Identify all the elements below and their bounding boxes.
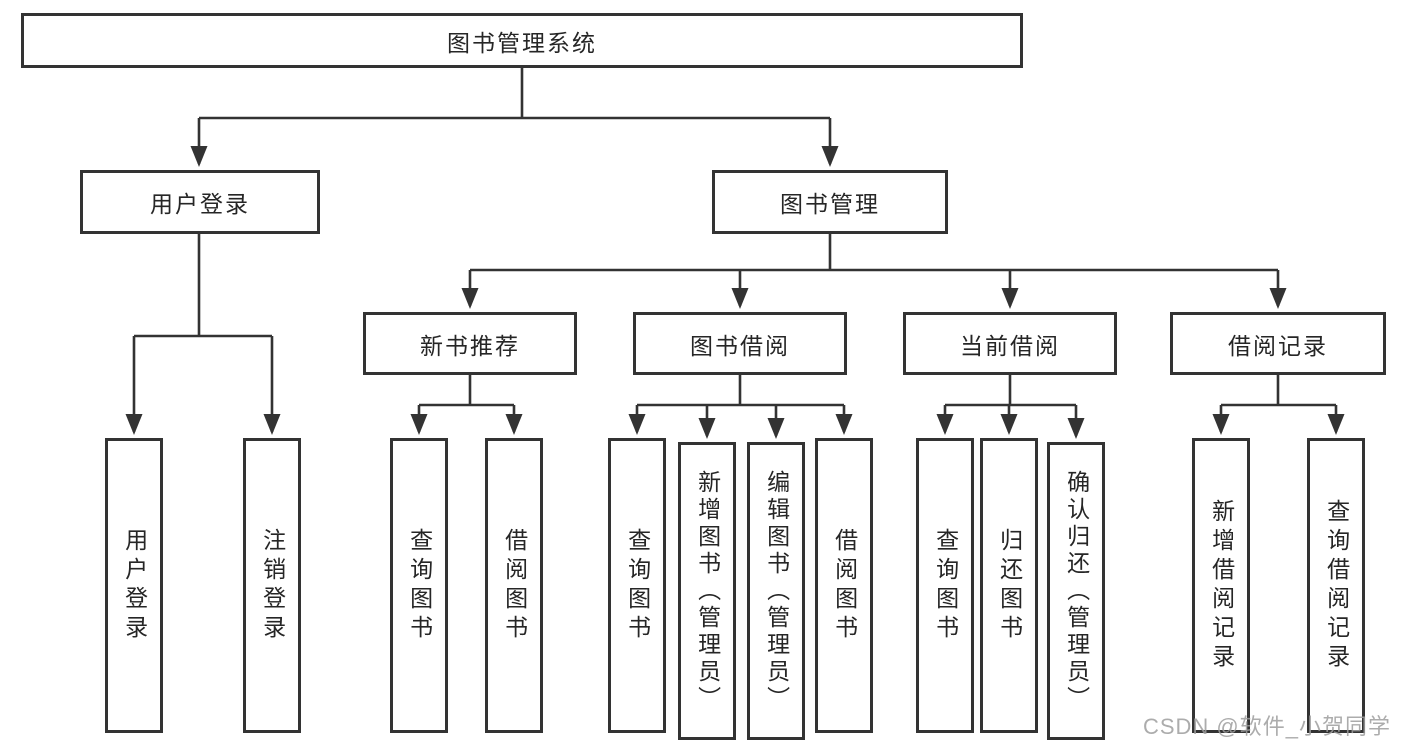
node-user-login: 用户登录	[80, 170, 320, 234]
leaf-logout: 注销登录	[243, 438, 301, 733]
node-root: 图书管理系统	[21, 13, 1023, 68]
leaf-borrow-books: 借阅图书	[815, 438, 873, 733]
node-book-borrow: 图书借阅	[633, 312, 847, 375]
leaf-query-books-recommend: 查询图书	[390, 438, 448, 733]
leaf-query-borrow-record: 查询借阅记录	[1307, 438, 1365, 733]
leaf-user-login: 用户登录	[105, 438, 163, 733]
node-new-book-recommend: 新书推荐	[363, 312, 577, 375]
arrowhead-icons	[125, 146, 1345, 439]
leaf-edit-books-admin: 编辑图书（管理员）	[747, 442, 805, 740]
leaf-query-books-borrow: 查询图书	[608, 438, 666, 733]
leaf-add-borrow-record: 新增借阅记录	[1192, 438, 1250, 733]
csdn-watermark: CSDN @软件_小贺同学	[1142, 714, 1391, 739]
node-borrow-records: 借阅记录	[1170, 312, 1386, 375]
leaf-borrow-books-recommend: 借阅图书	[485, 438, 543, 733]
leaf-add-books-admin: 新增图书（管理员）	[678, 442, 736, 740]
node-current-borrow: 当前借阅	[903, 312, 1117, 375]
leaf-confirm-return-admin: 确认归还（管理员）	[1047, 442, 1105, 740]
leaf-return-books: 归还图书	[980, 438, 1038, 733]
node-book-management: 图书管理	[712, 170, 948, 234]
leaf-query-books-current: 查询图书	[916, 438, 974, 733]
